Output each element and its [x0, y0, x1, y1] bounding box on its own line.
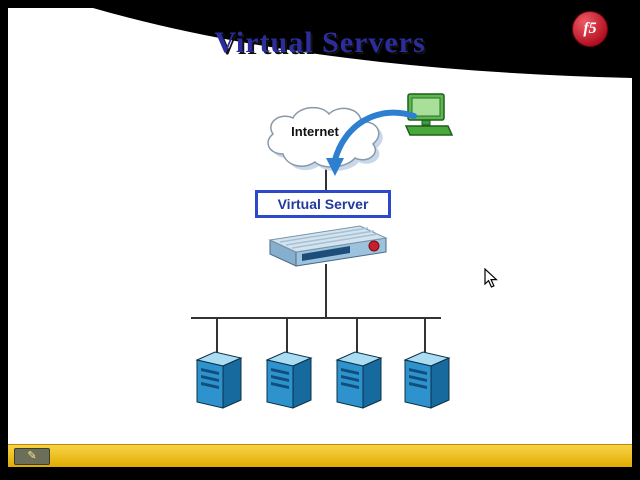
bigip-appliance-icon: [268, 225, 388, 267]
client-computer-icon: [404, 93, 454, 136]
appliance-grooves: [279, 227, 379, 249]
tower-slot: [201, 368, 219, 375]
tower-slot: [341, 375, 359, 382]
arrow-curve: [332, 109, 417, 163]
f5-logo: f5: [572, 11, 608, 47]
tower-slot: [201, 375, 219, 382]
virtual-server-label: Virtual Server: [277, 196, 369, 212]
pen-icon: ✎: [27, 450, 37, 462]
tower-slot: [201, 382, 219, 389]
tower-slot: [341, 382, 359, 389]
server-drop-line: [286, 318, 288, 358]
connection-arrow-icon: [326, 109, 417, 176]
cursor-arrow: [484, 268, 498, 288]
tower-side: [430, 357, 450, 409]
server-drop-line: [424, 318, 426, 358]
server-tower: [195, 351, 243, 409]
computer-base: [404, 125, 454, 136]
slide-canvas: Internet Virtual Server: [8, 8, 632, 467]
tower-slot: [271, 368, 289, 375]
internet-label: Internet: [291, 124, 339, 139]
arrow-head: [326, 158, 344, 176]
tower-slot: [409, 375, 427, 382]
slide-title: Virtual Servers: [214, 26, 426, 59]
server-tower: [403, 351, 451, 409]
appliance-f5-ball: [368, 240, 380, 252]
tower-slot: [409, 368, 427, 375]
server-tower: [265, 351, 313, 409]
server-drop-line: [356, 318, 358, 358]
bottom-toolbar: ✎: [8, 444, 632, 467]
mouse-cursor: [484, 268, 498, 288]
monitor-screen: [411, 97, 441, 117]
server-drop-line: [216, 318, 218, 358]
cloud-to-virtualserver-line: [325, 158, 327, 191]
f5-logo-text: f5: [583, 20, 597, 37]
tower-side: [362, 357, 382, 409]
tower-side: [222, 357, 242, 409]
server-tower: [335, 351, 383, 409]
tower-slot: [409, 382, 427, 389]
pen-annotation-button[interactable]: ✎: [14, 448, 50, 465]
virtual-server-box: Virtual Server: [255, 190, 391, 218]
tower-slot: [341, 368, 359, 375]
appliance-panel: [302, 246, 350, 261]
tower-slot: [271, 382, 289, 389]
tower-side: [292, 357, 312, 409]
tower-slot: [271, 375, 289, 382]
network-bus-line: [191, 317, 441, 319]
appliance-to-bus-line: [325, 264, 327, 319]
